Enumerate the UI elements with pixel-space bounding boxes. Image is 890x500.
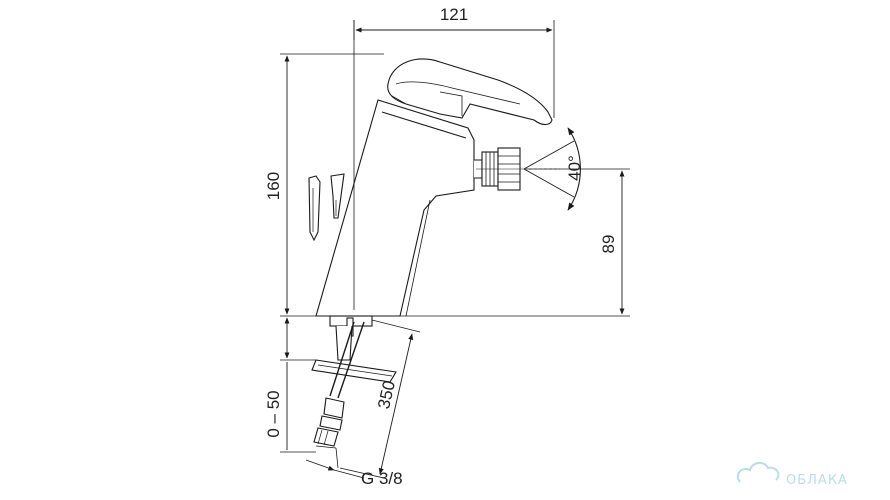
flex-hose [313,321,365,469]
fixing-assembly [311,315,397,383]
cloud-icon [736,462,780,483]
watermark-logo: ОБЛАКА [736,462,848,488]
label-spout-89: 89 [599,235,618,254]
label-width-121: 121 [440,5,468,24]
label-thickness-0-50: 0 – 50 [264,390,283,437]
dim-thickness-0-50 [280,317,316,453]
watermark-text: ОБЛАКА [786,473,848,488]
dim-hose-350 [339,319,421,479]
dim-height-160 [280,53,420,317]
dim-thread-g38 [305,459,365,479]
label-angle-40: 40° [565,155,584,181]
lever-handle [387,58,553,126]
faucet-body [315,99,483,317]
spray-nozzle [476,147,524,191]
popup-rod [308,173,345,242]
label-height-160: 160 [264,172,283,200]
dim-spout-89 [420,168,630,317]
dim-width-121 [353,20,555,118]
label-thread-g38: G 3/8 [361,469,403,488]
